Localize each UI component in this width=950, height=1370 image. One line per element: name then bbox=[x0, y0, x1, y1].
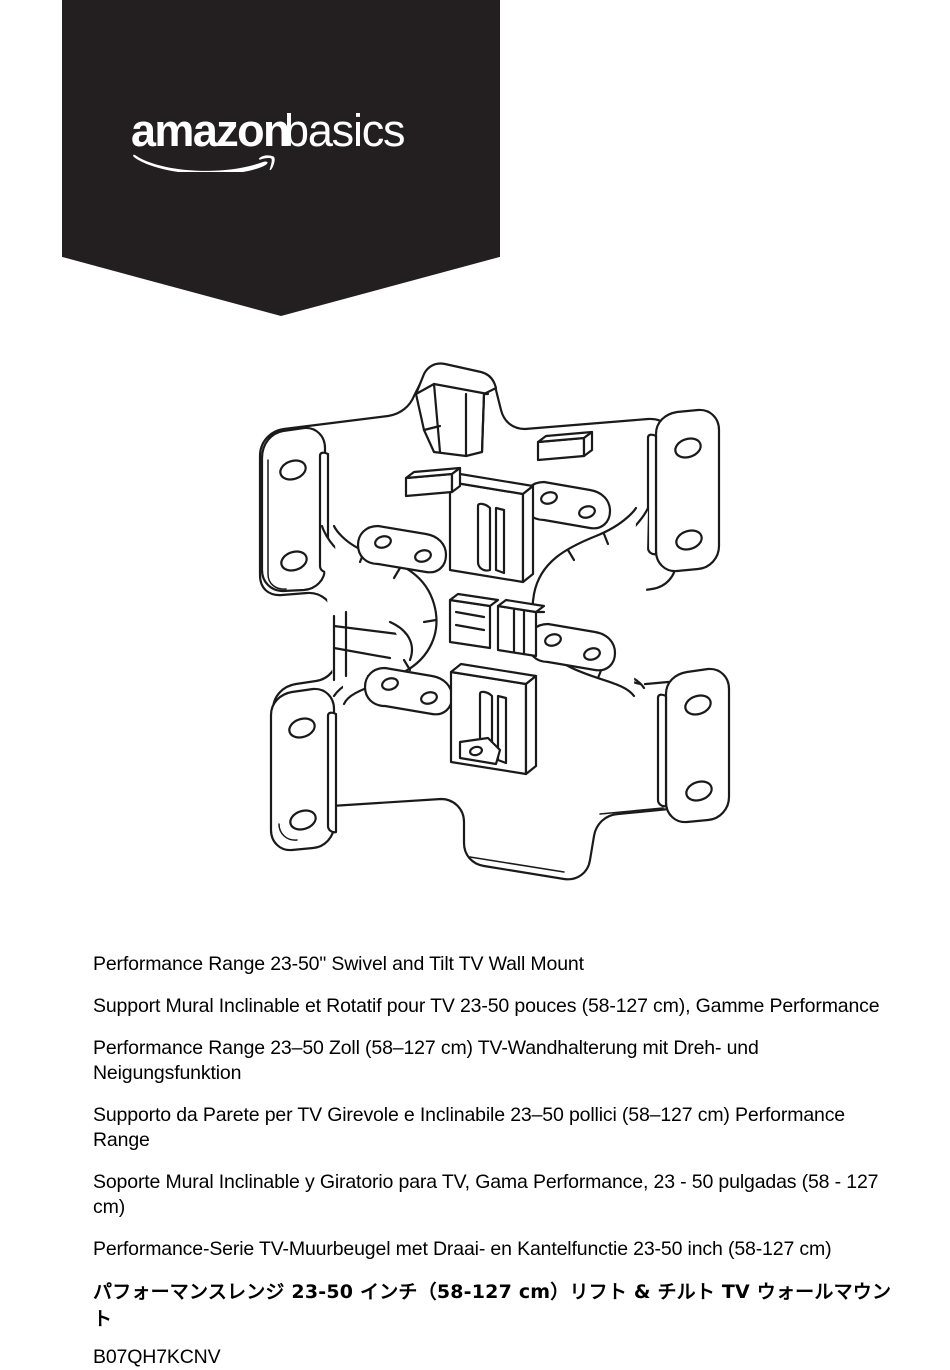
vesa-slot-middle bbox=[448, 592, 546, 658]
vesa-slot-lower bbox=[449, 662, 538, 776]
logo-basics-text: basics bbox=[284, 108, 404, 156]
slot-tr bbox=[646, 433, 658, 556]
pivot-boss-plates bbox=[356, 480, 617, 716]
screw-hole-br-1 bbox=[684, 694, 712, 716]
boss-plate-upper-right bbox=[522, 480, 612, 530]
brand-banner: amazon basics bbox=[62, 0, 500, 316]
screw-hole-tr-1 bbox=[674, 437, 702, 459]
amazonbasics-wordmark: amazon basics bbox=[131, 108, 406, 172]
brand-banner-shape bbox=[62, 0, 500, 316]
screw-hole-tl-2 bbox=[280, 550, 308, 572]
inner-depth-detail bbox=[332, 610, 414, 682]
product-illustration bbox=[238, 330, 734, 910]
slot-br bbox=[656, 693, 668, 808]
amazon-smile-swoosh-icon bbox=[133, 154, 275, 172]
mount-arm-top-left bbox=[260, 426, 330, 593]
mount-arm-bottom-left bbox=[269, 687, 338, 852]
title-block: Performance Range 23-50" Swivel and Tilt… bbox=[93, 952, 905, 1370]
product-title-fr: Support Mural Inclinable et Rotatif pour… bbox=[93, 995, 880, 1017]
vesa-slot-upper bbox=[448, 472, 535, 584]
alignment-tabs bbox=[404, 430, 594, 498]
product-title-nl: Performance-Serie TV-Muurbeugel met Draa… bbox=[93, 1238, 832, 1260]
center-hook-bracket bbox=[414, 362, 498, 458]
screw-hole-tr-2 bbox=[675, 529, 703, 551]
product-title-es: Soporte Mural Inclinable y Giratorio par… bbox=[93, 1171, 879, 1218]
product-title-en: Performance Range 23-50" Swivel and Tilt… bbox=[93, 953, 584, 975]
plate-thickness-outline bbox=[267, 459, 664, 873]
amazonbasics-logo: amazon basics bbox=[62, 108, 500, 172]
boss-plate-upper-left bbox=[356, 524, 448, 574]
product-title-de: Performance Range 23–50 Zoll (58–127 cm)… bbox=[93, 1037, 759, 1084]
logo-amazon-text: amazon bbox=[131, 108, 289, 156]
tv-wall-mount-line-drawing bbox=[258, 362, 731, 881]
screw-hole-tl-1 bbox=[279, 459, 307, 481]
screw-hole-bl-1 bbox=[288, 717, 316, 739]
model-number: B07QH7KCNV bbox=[93, 1346, 221, 1368]
bracket-body bbox=[258, 362, 731, 881]
screw-hole-br-2 bbox=[685, 780, 713, 802]
product-title-ja: パフォーマンスレンジ 23-50 インチ（58-127 cm）リフト & チルト… bbox=[93, 1281, 892, 1330]
slot-bl bbox=[326, 711, 338, 834]
mount-arm-top-right bbox=[646, 408, 721, 573]
product-title-it: Supporto da Parete per TV Girevole e Inc… bbox=[93, 1104, 845, 1151]
boss-plate-lower-right bbox=[526, 622, 617, 672]
boss-plate-lower-left bbox=[363, 666, 454, 716]
screw-hole-bl-2 bbox=[289, 809, 317, 831]
mount-arm-bottom-right bbox=[656, 667, 731, 824]
